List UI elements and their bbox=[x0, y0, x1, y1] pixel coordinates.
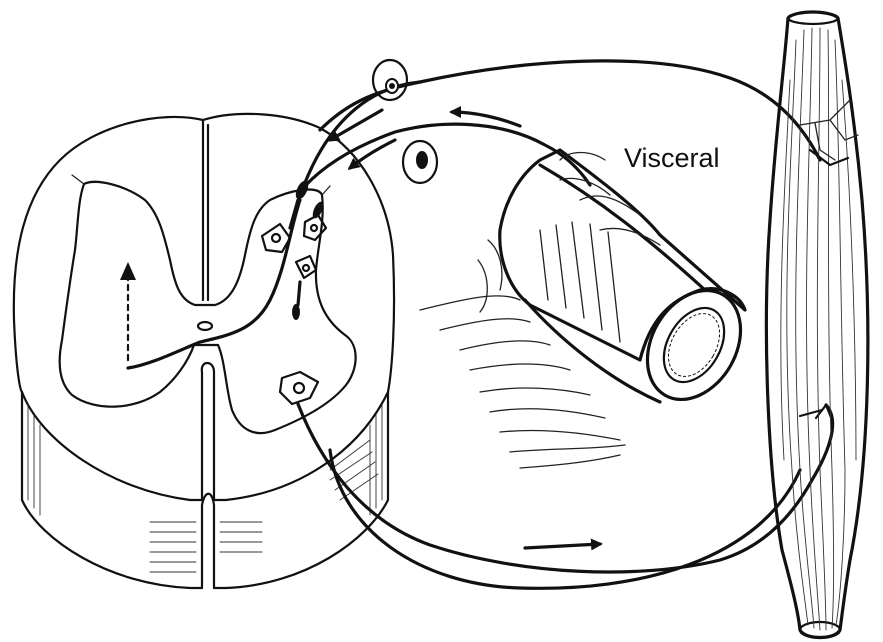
dorsal-root-ganglion-cell-icon bbox=[403, 141, 437, 183]
visceral-organ-intestine-icon bbox=[420, 150, 759, 468]
flow-arrow-icon bbox=[350, 140, 395, 168]
dorsal-root-ganglion-cell-icon bbox=[373, 60, 407, 100]
visceral-label: Visceral bbox=[624, 143, 720, 174]
motor-neuron-cell-icon bbox=[280, 372, 318, 404]
flow-arrow-icon bbox=[525, 544, 600, 548]
cord-shading bbox=[28, 405, 382, 572]
spinal-cord-cross-section-icon bbox=[14, 114, 394, 588]
skeletal-muscle-icon bbox=[766, 12, 867, 638]
